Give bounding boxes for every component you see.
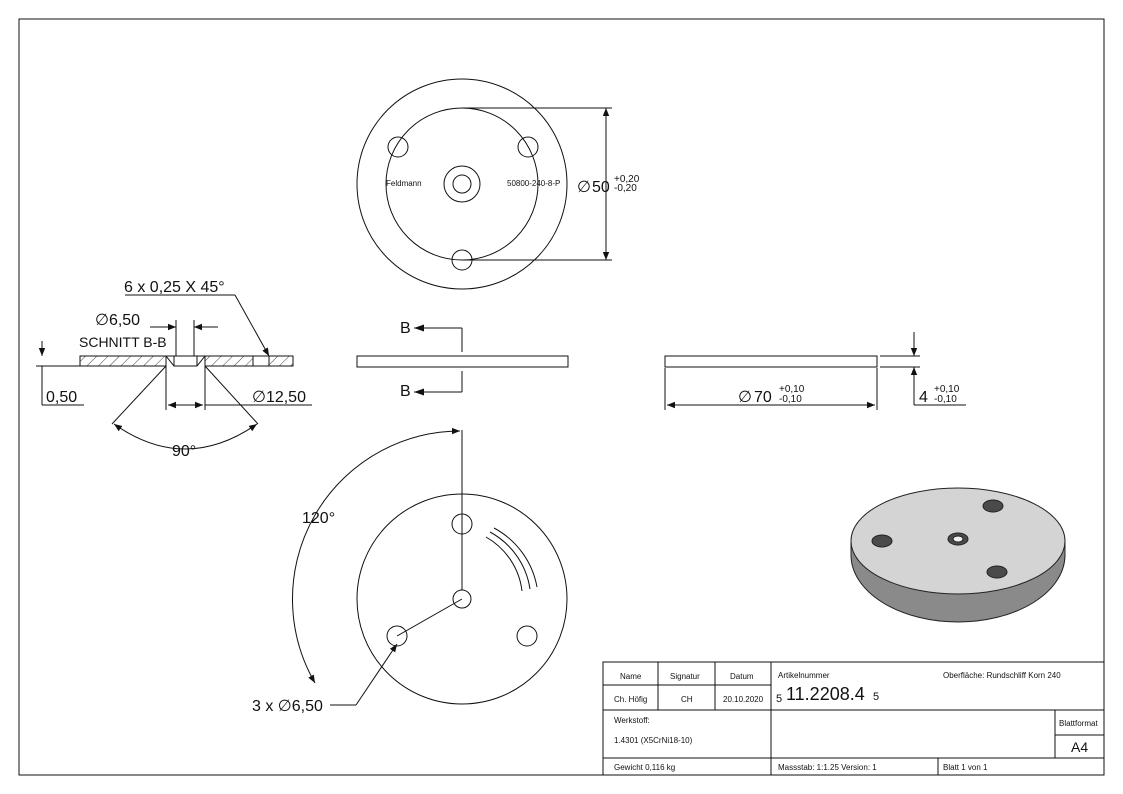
section-view	[36, 294, 312, 450]
tb-oberflaeche: Oberfläche: Rundschliff Korn 240	[943, 671, 1061, 680]
top-view-mark-left: Feldmann	[386, 179, 422, 188]
top-view-mark-right: 50800-240-8-P	[507, 179, 560, 188]
tb-artikel: 11.2208.4	[786, 684, 865, 704]
top-dia-value: 50	[592, 179, 610, 196]
side-thk-tol-lower: -0,10	[934, 394, 957, 405]
side-thk-tol-upper: +0,10	[934, 384, 960, 395]
tb-datum: 20.10.2020	[723, 695, 764, 704]
isometric-view	[850, 487, 1066, 623]
tb-artikel-suffix: 5	[873, 691, 879, 703]
side-dia-symbol: ∅	[738, 389, 752, 406]
title-block	[602, 661, 1105, 776]
tb-massstab: Massstab: 1:1.25 Version: 1	[778, 763, 877, 772]
tb-werkstoff: 1.4301 (X5CrNi18-10)	[614, 736, 693, 745]
tb-gewicht: Gewicht 0,116 kg	[614, 763, 675, 772]
outer-circle	[356, 78, 568, 290]
bottom-angle: 120°	[302, 510, 335, 527]
side-thickness: 4	[919, 389, 928, 406]
tb-name-label: Name	[620, 672, 642, 681]
side-dia-tol-upper: +0,10	[779, 384, 805, 395]
sheet-border	[18, 18, 1105, 776]
side-dia-value: 70	[754, 389, 772, 406]
tb-blattformat-label: Blattformat	[1059, 719, 1098, 728]
center-counterbore	[443, 165, 481, 203]
top-dia-symbol: ∅	[577, 179, 591, 196]
section-mark-top: B	[400, 320, 411, 337]
section-title: SCHNITT B-B	[79, 334, 167, 350]
section-mark-bottom: B	[400, 383, 411, 400]
section-cbore-dia: ∅12,50	[252, 389, 306, 406]
tb-blatt: Blatt 1 von 1	[943, 763, 988, 772]
center-hole	[452, 174, 472, 194]
side-dia-tol-lower: -0,10	[779, 394, 802, 405]
tb-signatur: CH	[681, 695, 693, 704]
tb-signatur-label: Signatur	[670, 672, 700, 681]
tb-artikel-prefix: 5	[776, 693, 782, 705]
front-view	[356, 324, 569, 396]
hole-right	[517, 136, 539, 158]
chamfer-note: 6 x 0,25 X 45°	[124, 279, 225, 296]
section-depth: 0,50	[46, 389, 77, 406]
tb-datum-label: Datum	[730, 672, 754, 681]
top-tol-lower: -0,20	[614, 183, 637, 194]
section-hole-dia: ∅6,50	[95, 312, 140, 329]
bottom-view	[292, 427, 568, 706]
tb-artikel-label: Artikelnummer	[778, 671, 830, 680]
section-angle: 90°	[172, 443, 196, 460]
top-view	[356, 78, 612, 290]
bottom-holes: 3 x ∅6,50	[252, 698, 323, 715]
top-tol-upper: +0,20	[614, 174, 640, 185]
hole-left	[387, 136, 409, 158]
tb-name: Ch. Höfig	[614, 695, 647, 704]
tb-blattformat: A4	[1071, 739, 1088, 755]
tb-werkstoff-label: Werkstoff:	[614, 716, 650, 725]
side-view	[664, 332, 966, 410]
